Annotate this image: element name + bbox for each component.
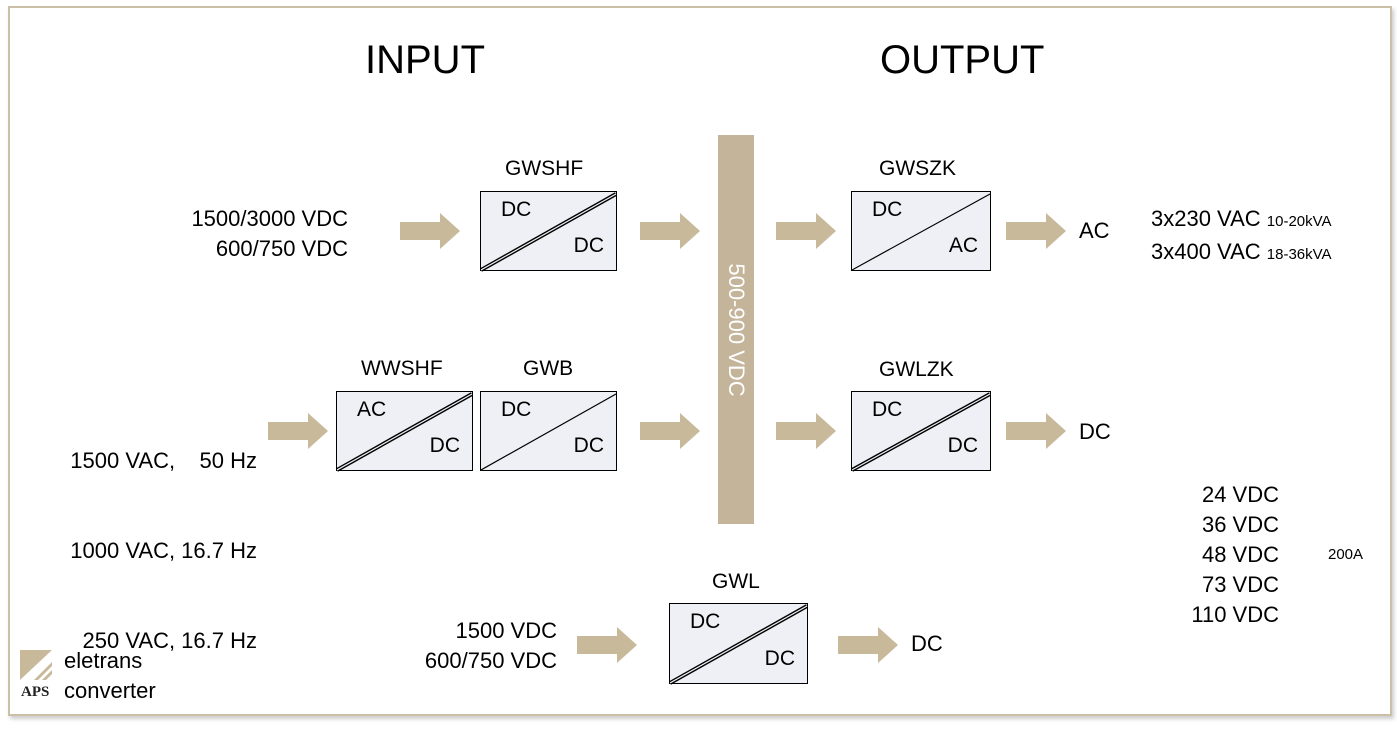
dc-output-label: DC xyxy=(1079,419,1111,444)
svg-text:APS: APS xyxy=(21,684,49,698)
ac-output-label: AC xyxy=(1079,218,1110,243)
ac-voltage: 3x230 VAC xyxy=(1151,206,1261,231)
ac-power: 10-20kVA xyxy=(1266,213,1332,230)
input-voltage: 600/750 VDC xyxy=(424,648,557,673)
converter-output-type: AC xyxy=(948,234,978,257)
input-row1-text: 1500/3000 VDC 600/750 VDC xyxy=(191,204,348,264)
gwlzk-converter: DC DC xyxy=(851,391,991,472)
dc-bus-bar: 500-900 VDC xyxy=(718,135,754,524)
input-voltage: 1500/3000 VDC xyxy=(191,206,348,231)
flow-arrow-icon xyxy=(776,413,836,449)
wwshf-label: WWSHF xyxy=(361,357,443,380)
converter-output-type: DC xyxy=(947,434,978,457)
input-voltage: 1500 VDC xyxy=(455,618,557,643)
converter-input-type: DC xyxy=(690,610,721,633)
gwshf-label: GWSHF xyxy=(505,157,584,180)
logo-line2: converter xyxy=(64,678,156,703)
dc-voltage: 110 VDC xyxy=(1191,602,1279,627)
converter-input-type: AC xyxy=(357,398,387,421)
converter-output-type: DC xyxy=(573,234,604,257)
input-row3-text: 1500 VDC 600/750 VDC xyxy=(425,616,557,676)
ac-spec-list: 3x230 VAC 10-20kVA 3x400 VAC 18-36kVA xyxy=(1151,204,1332,270)
dc-voltage: 48 VDC xyxy=(1201,542,1279,567)
input-heading: INPUT xyxy=(365,38,485,82)
output-heading: OUTPUT xyxy=(880,38,1045,82)
flow-arrow-icon xyxy=(577,627,637,663)
gwb-label: GWB xyxy=(523,357,574,380)
converter-input-type: DC xyxy=(501,198,532,221)
aps-logo-mark-icon: APS xyxy=(20,650,52,700)
diagram-frame xyxy=(8,6,1392,716)
converter-output-type: DC xyxy=(429,434,460,457)
converter-input-type: DC xyxy=(872,198,903,221)
flow-arrow-icon xyxy=(838,627,898,663)
flow-arrow-icon xyxy=(640,213,700,249)
converter-output-type: DC xyxy=(573,434,604,457)
dc-voltage: 24 VDC xyxy=(1201,482,1279,507)
flow-arrow-icon xyxy=(640,413,700,449)
input-voltage: 250 VAC, 16.7 Hz xyxy=(82,628,257,653)
converter-output-type: DC xyxy=(764,647,795,670)
wwshf-converter: AC DC xyxy=(336,391,473,472)
gwb-converter: DC DC xyxy=(480,391,617,471)
aps-logo: APS xyxy=(20,650,54,700)
flow-arrow-icon xyxy=(1006,213,1066,249)
input-row2-text: 1500 VAC, 50 Hz 1000 VAC, 16.7 Hz 250 VA… xyxy=(70,386,257,686)
gwl-label: GWL xyxy=(712,570,760,593)
flow-arrow-icon xyxy=(776,213,836,249)
dc-voltage: 73 VDC xyxy=(1201,572,1279,597)
converter-input-type: DC xyxy=(872,398,903,421)
flow-arrow-icon xyxy=(1006,413,1066,449)
ac-voltage: 3x400 VAC xyxy=(1151,239,1261,264)
gwszk-label: GWSZK xyxy=(879,157,956,180)
gwshf-converter: DC DC xyxy=(480,191,617,272)
dc-current: 200A xyxy=(1328,546,1364,563)
gwl-converter: DC DC xyxy=(669,603,808,685)
flow-arrow-icon xyxy=(268,413,328,449)
gwlzk-label: GWLZK xyxy=(879,358,954,381)
bus-label: 500-900 VDC xyxy=(724,262,749,397)
converter-input-type: DC xyxy=(501,398,532,421)
logo-text: eletrans converter xyxy=(64,646,156,706)
dc-voltage: 36 VDC xyxy=(1201,512,1279,537)
gwszk-converter: DC AC xyxy=(851,191,991,271)
input-voltage: 600/750 VDC xyxy=(215,236,348,261)
logo-line1: eletrans xyxy=(64,648,143,673)
ac-power: 18-36kVA xyxy=(1266,246,1332,263)
input-voltage: 1000 VAC, 16.7 Hz xyxy=(70,538,257,563)
gwl-dc-output-label: DC xyxy=(911,631,943,656)
input-voltage: 1500 VAC, 50 Hz xyxy=(70,448,257,473)
dc-spec-list: 24 VDC 36 VDC 48 VDC 73 VDC 110 VDC xyxy=(1191,480,1279,630)
flow-arrow-icon xyxy=(400,213,460,249)
